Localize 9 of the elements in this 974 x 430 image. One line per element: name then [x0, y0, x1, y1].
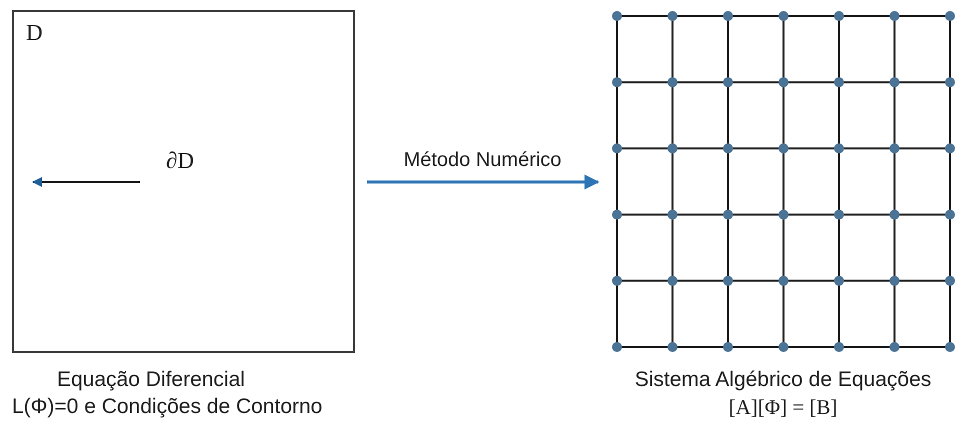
- node-label: L(Φ)=0 e Condições de Contorno: [12, 395, 322, 419]
- node-label: Sistema Algébrico de Equações: [634, 368, 932, 392]
- domain-label: D: [26, 20, 43, 46]
- node-label: Equação Diferencial: [57, 368, 245, 392]
- domain-box: [12, 10, 355, 353]
- mesh-grid-drawing: [612, 11, 955, 352]
- boundary-label: ∂D: [166, 148, 194, 174]
- edge-label: Método Numérico: [402, 148, 562, 172]
- node-label: [A][Φ] = [B]: [728, 395, 838, 419]
